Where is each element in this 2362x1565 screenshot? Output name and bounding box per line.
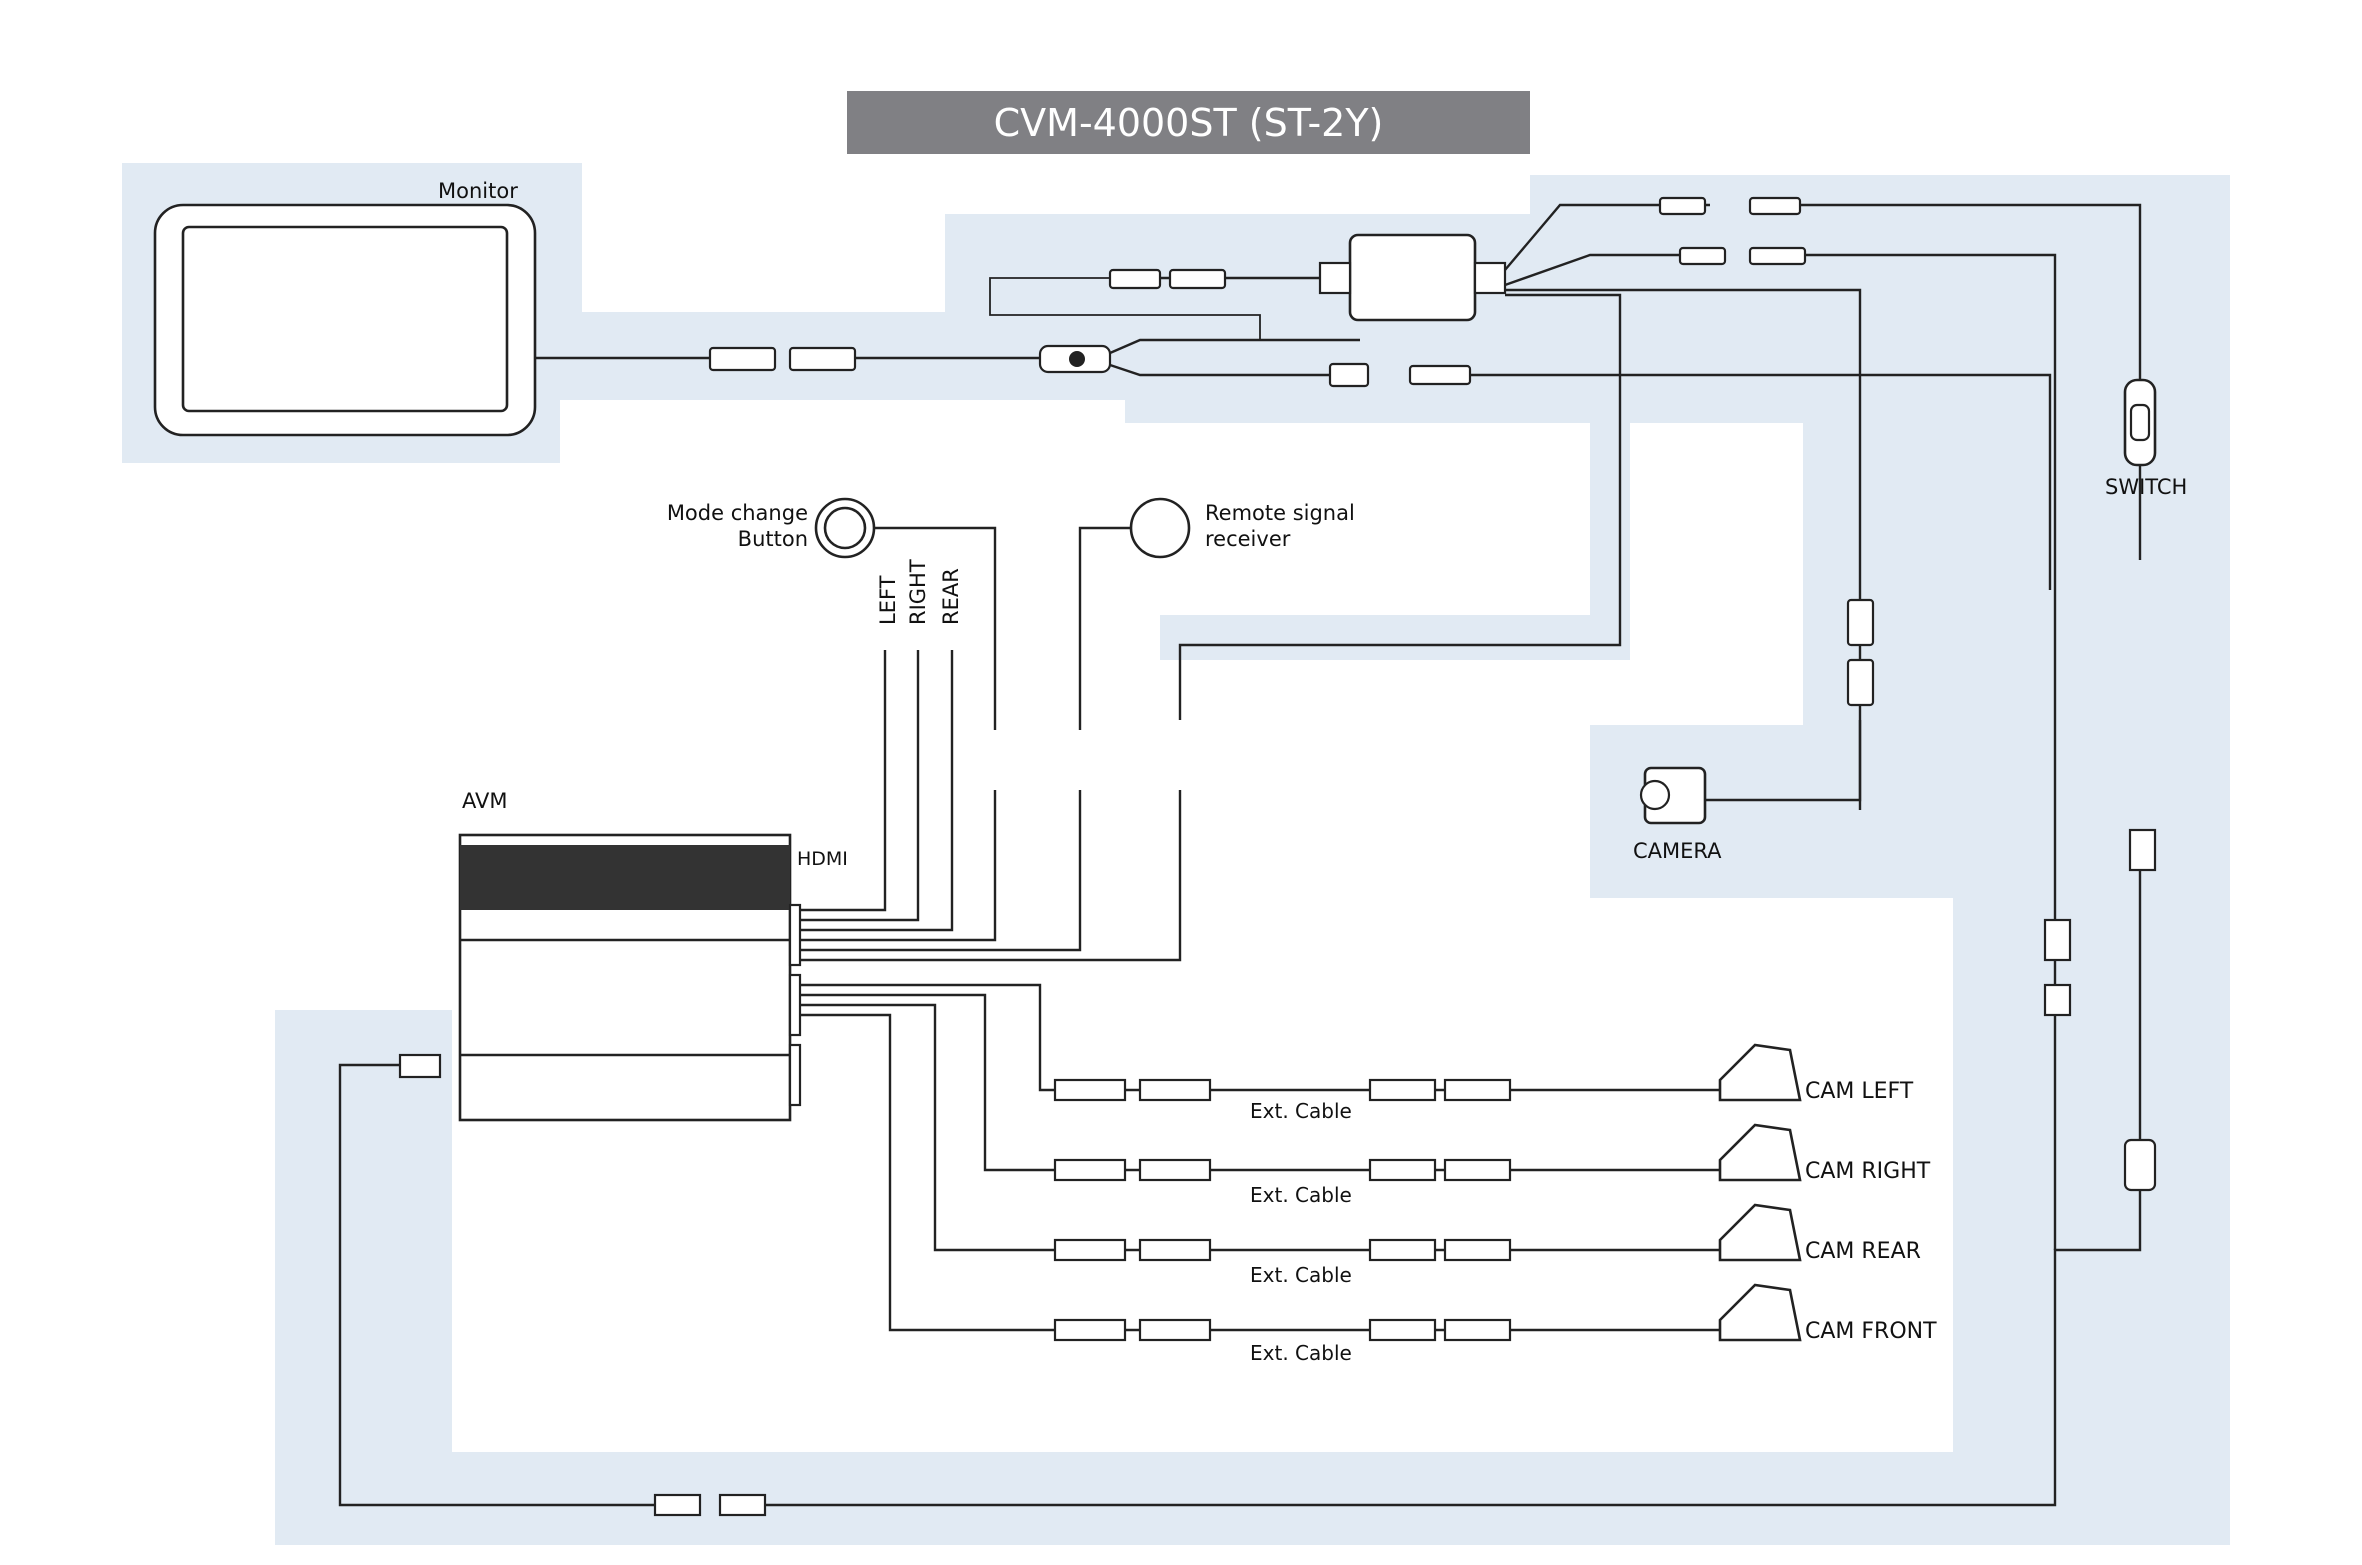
svg-text:Remote signal: Remote signal <box>1205 501 1355 525</box>
svg-text:LEFT: LEFT <box>876 575 900 625</box>
hdmi-label: HDMI <box>797 848 848 870</box>
cam-right: Ext. Cable CAM RIGHT <box>1053 1123 1931 1207</box>
camera-label: CAMERA <box>1633 839 1722 863</box>
mode-change-button: Mode change Button <box>667 497 997 730</box>
signal-wires: LEFT RIGHT REAR <box>790 559 1182 962</box>
svg-text:Ext. Cable: Ext. Cable <box>1250 1341 1352 1365</box>
monitor-cable <box>535 277 2052 590</box>
monitor-label: Monitor <box>438 179 518 203</box>
monitor: Monitor <box>153 179 537 437</box>
switch-label: SWITCH <box>2105 475 2187 499</box>
diagram-title: CVM-4000ST (ST-2Y) <box>847 91 1530 154</box>
cam-left-label: CAM LEFT <box>1805 1079 1914 1104</box>
avm-unit: AVM HDMI <box>458 789 848 1122</box>
cam-right-label: CAM RIGHT <box>1805 1159 1931 1184</box>
remote-signal-receiver: Remote signal receiver <box>1078 497 1355 730</box>
svg-text:Ext. Cable: Ext. Cable <box>1250 1263 1352 1287</box>
svg-text:Ext. Cable: Ext. Cable <box>1250 1183 1352 1207</box>
backup-camera: CAMERA <box>1633 598 1875 863</box>
cam-rear-label: CAM REAR <box>1805 1239 1921 1264</box>
power-harness <box>338 600 2157 1517</box>
camera-runs: Ext. Cable CAM LEFT Ext. Cable CAM RIGHT… <box>800 983 1937 1365</box>
svg-text:RIGHT: RIGHT <box>906 559 930 625</box>
svg-text:REAR: REAR <box>939 568 963 625</box>
control-box <box>1108 196 2142 810</box>
svg-text:Ext. Cable: Ext. Cable <box>1250 1099 1352 1123</box>
cam-rear: Ext. Cable CAM REAR <box>1053 1203 1921 1287</box>
avm-label: AVM <box>462 789 508 813</box>
svg-text:receiver: receiver <box>1205 527 1291 551</box>
cam-front-label: CAM FRONT <box>1805 1319 1937 1344</box>
svg-text:Mode change: Mode change <box>667 501 808 525</box>
switch: SWITCH <box>2105 378 2187 560</box>
svg-text:Button: Button <box>738 527 808 551</box>
cam-left: Ext. Cable CAM LEFT <box>1053 1043 1914 1123</box>
cam-front: Ext. Cable CAM FRONT <box>1053 1283 1937 1365</box>
